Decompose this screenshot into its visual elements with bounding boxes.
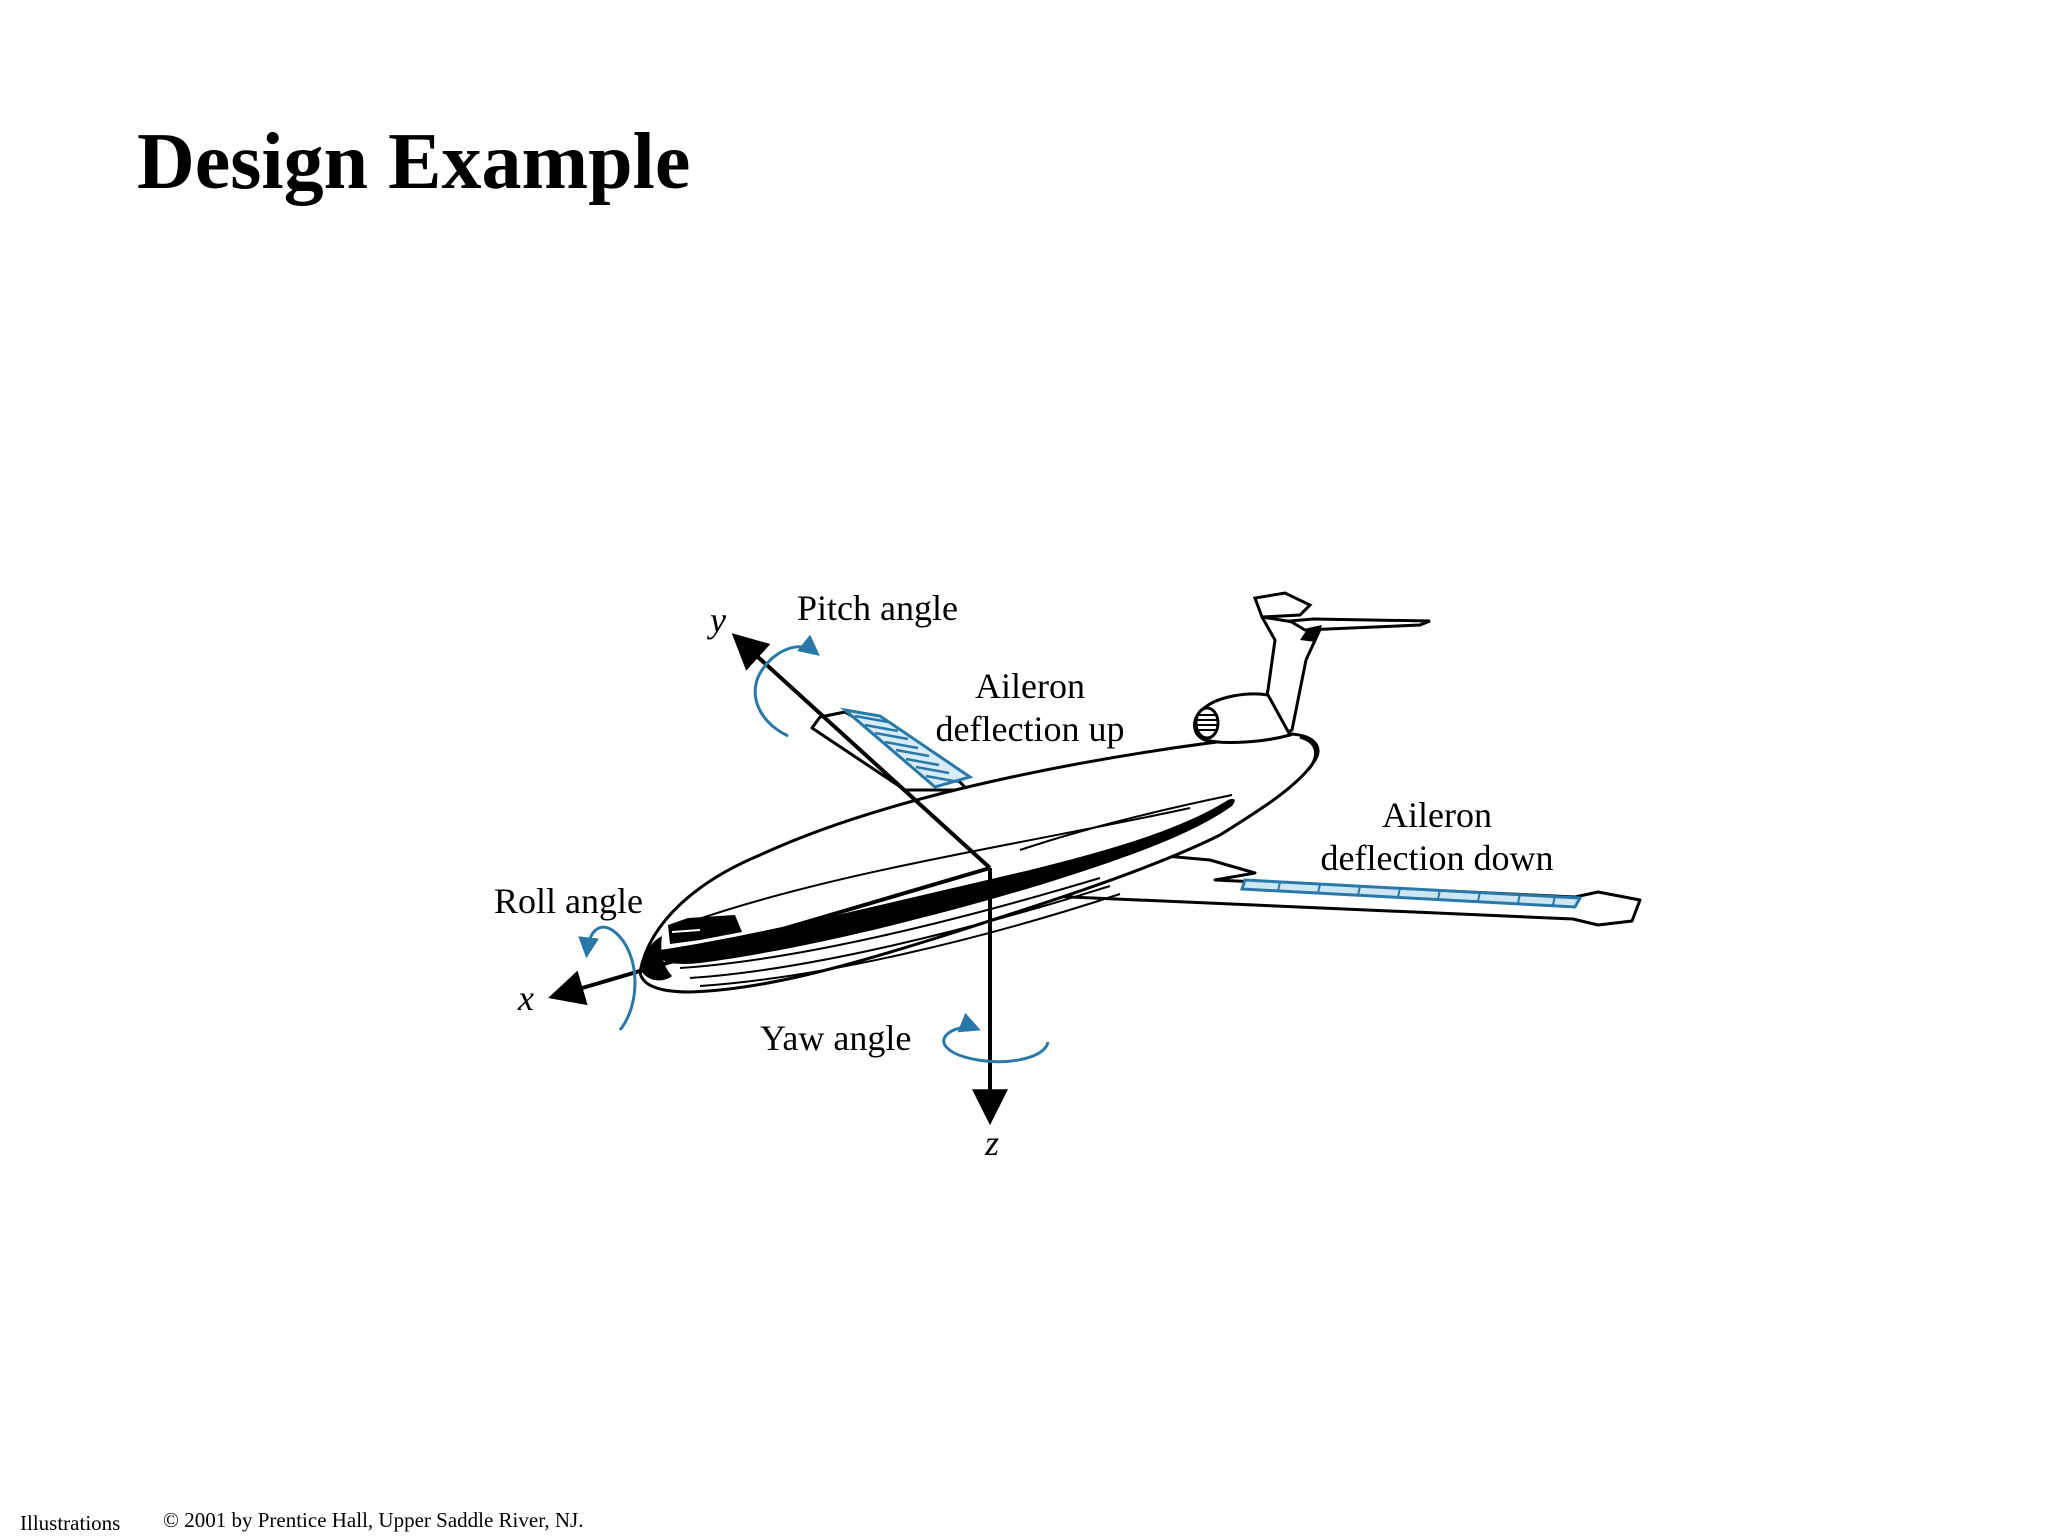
- pitch-angle-label: Pitch angle: [797, 588, 958, 628]
- aileron-down-label-line1: Aileron: [1382, 795, 1492, 835]
- x-axis-label: x: [517, 978, 534, 1018]
- pitch-rotation-arrow: [753, 634, 820, 738]
- aileron-up-label-line2: deflection up: [936, 709, 1125, 749]
- yaw-rotation-arrow: [942, 1012, 1050, 1064]
- z-axis-label: z: [984, 1123, 999, 1163]
- aileron-up: [839, 707, 974, 789]
- y-axis-line: [731, 633, 992, 870]
- y-axis-label: y: [707, 600, 726, 640]
- footer-copyright: © 2001 by Prentice Hall, Upper Saddle Ri…: [163, 1508, 584, 1532]
- roll-rotation-arrow: [578, 925, 637, 1031]
- aileron-down: [1239, 878, 1583, 909]
- aileron-down-label-line2: deflection down: [1321, 838, 1554, 878]
- slide-title: Design Example: [137, 118, 691, 206]
- x-axis-line: [548, 866, 991, 1006]
- body-axes: [548, 633, 1008, 1126]
- rotation-arrows: [578, 634, 1050, 1064]
- engine-nacelle: [1193, 692, 1293, 744]
- footer-illustrations: Illustrations: [20, 1511, 121, 1535]
- aileron-up-label-line1: Aileron: [975, 666, 1085, 706]
- roll-angle-label: Roll angle: [494, 881, 643, 921]
- yaw-angle-label: Yaw angle: [760, 1018, 911, 1058]
